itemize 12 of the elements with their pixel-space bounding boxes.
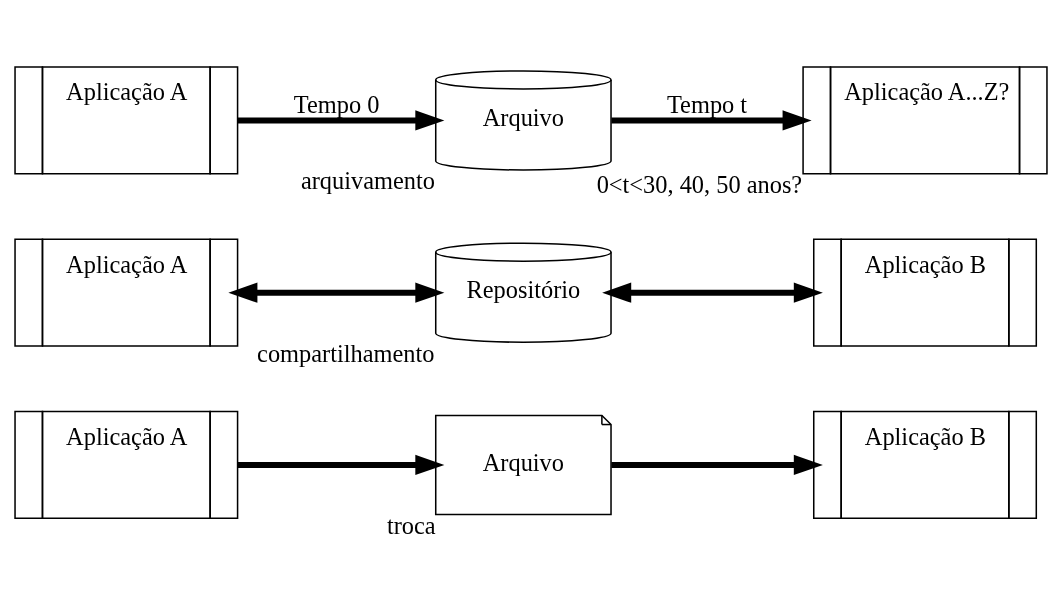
node-label: troca <box>386 511 436 539</box>
arrow <box>611 454 823 476</box>
arrow <box>602 282 823 303</box>
node-label: compartilhamento <box>257 339 435 367</box>
node-label: 0<t<30, 40, 50 anos? <box>596 171 803 199</box>
arrow <box>237 454 445 476</box>
edge-label: Tempo 0 <box>293 90 380 118</box>
node-label: arquivamento <box>300 167 435 195</box>
arrow <box>228 282 445 303</box>
arrow <box>611 110 812 131</box>
arrow <box>237 110 445 131</box>
edge-label: Tempo t <box>666 90 748 118</box>
